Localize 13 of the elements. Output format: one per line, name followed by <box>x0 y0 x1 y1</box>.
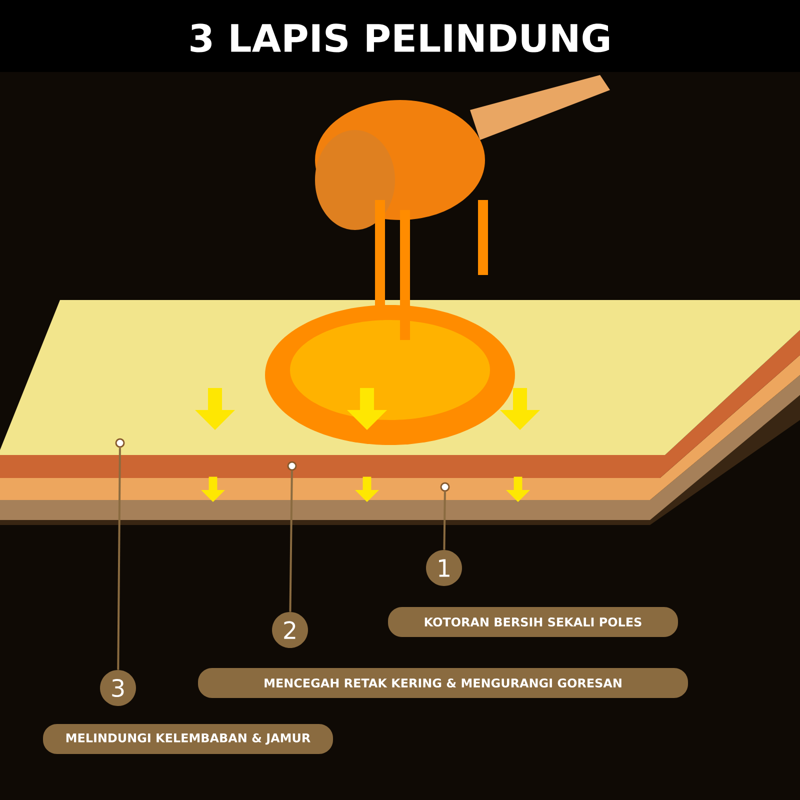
label-pill: MENCEGAH RETAK KERING & MENGURANGI GORESAN <box>198 668 688 698</box>
title: 3 LAPIS PELINDUNG <box>190 24 609 52</box>
leader-dot <box>115 438 125 448</box>
label-pill: MELINDUNGI KELEMBABAN & JAMUR <box>43 724 333 754</box>
label-pill: KOTORAN BERSIH SEKALI POLES <box>388 607 678 637</box>
leader-dot <box>287 461 297 471</box>
leader-line <box>289 470 293 612</box>
leader-line <box>117 448 121 670</box>
callout-number: 1 <box>426 550 462 586</box>
leader-line <box>443 492 446 550</box>
callout-number: 2 <box>272 612 308 648</box>
leader-dot <box>440 482 450 492</box>
callout-number: 3 <box>100 670 136 706</box>
